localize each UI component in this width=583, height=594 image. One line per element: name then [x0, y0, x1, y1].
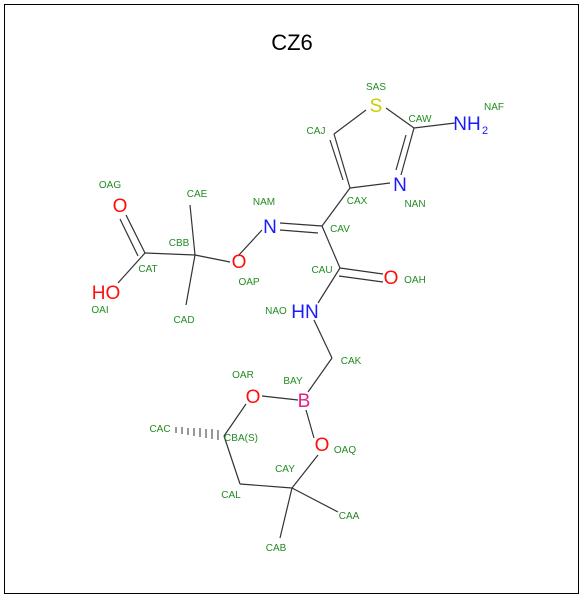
label-bay: BAY: [283, 376, 303, 387]
label-oai: OAI: [91, 305, 108, 316]
label-oaq: OAQ: [334, 445, 356, 456]
bonds: [117, 107, 456, 539]
bond-cau-nao: [317, 267, 341, 304]
bond-cau-oah-double: [338, 275, 384, 283]
label-cax: CAX: [347, 196, 368, 207]
bond-cba-cal: [223, 435, 241, 485]
label-cav: CAV: [330, 224, 350, 235]
atom-amide-oxygen: O: [384, 268, 399, 289]
label-caa: CAA: [339, 511, 360, 522]
label-oar: OAR: [232, 370, 254, 381]
bond-cal-cay: [239, 483, 293, 489]
label-cac: CAC: [149, 424, 170, 435]
bond-bay-oar: [261, 395, 299, 401]
label-oag: OAG: [99, 180, 121, 191]
bond-cak-bay: [307, 357, 333, 393]
label-cba: CBA(S): [224, 433, 258, 444]
bond-cay-cab: [279, 487, 293, 539]
label-oah: OAH: [404, 275, 426, 286]
bond-cax-cav: [321, 187, 351, 227]
label-cad: CAD: [173, 315, 194, 326]
label-oap: OAP: [238, 277, 259, 288]
bond-caj-sas: [333, 109, 367, 135]
label-caw: CAW: [409, 114, 433, 125]
atom-amine-subscript: 2: [482, 125, 488, 137]
atom-ring-oxygen-oaq: O: [315, 435, 330, 456]
label-nao: NAO: [265, 306, 287, 317]
label-cab: CAB: [266, 543, 287, 554]
label-sas: SAS: [366, 82, 386, 93]
atom-labels: SAS CAW NAF CAJ NAN CAX NAM CAV CAE OAG …: [91, 82, 504, 554]
atom-boron: B: [298, 391, 311, 412]
atom-imine-nitrogen: N: [263, 217, 277, 238]
bond-nam-oap: [237, 229, 263, 257]
bond-oaq-bay: [305, 409, 315, 439]
label-cau: CAU: [311, 265, 332, 276]
label-caj: CAJ: [307, 126, 326, 137]
bond-cax-caj: [333, 133, 351, 189]
label-cae: CAE: [187, 189, 208, 200]
label-nam: NAM: [253, 197, 275, 208]
label-cay: CAY: [275, 464, 295, 475]
diagram-frame: [4, 4, 579, 594]
atom-amide-nitrogen: HN: [291, 302, 318, 323]
atom-hydroxyl-oxygen: HO: [92, 283, 121, 304]
label-cal: CAL: [221, 490, 241, 501]
atom-sulfur: S: [370, 96, 383, 117]
atom-symbols: S NH 2 N N HN O HO O O O O B: [92, 96, 488, 456]
label-cak: CAK: [341, 356, 362, 367]
stereo-bond-cba-cac: [175, 427, 219, 440]
bond-oar-cba: [223, 403, 247, 437]
bond-cay-oaq: [291, 454, 319, 489]
bond-caw-nan: [400, 127, 415, 176]
molecule-title: CZ6: [271, 30, 313, 55]
bond-cat-oag: [125, 214, 146, 254]
bond-nan-cax: [349, 182, 391, 189]
bond-caw-nan-double: [395, 134, 407, 171]
bond-nao-cak: [313, 319, 333, 359]
label-cbb: CBB: [169, 238, 190, 249]
bond-sas-caw: [385, 107, 415, 129]
atom-ring-oxygen-oar: O: [246, 387, 261, 408]
bond-cbb-cad: [185, 254, 196, 306]
bond-cbb-cat: [144, 252, 196, 256]
bond-cay-caa: [291, 487, 339, 513]
label-cat: CAT: [138, 264, 157, 275]
bond-cav-nam-double: [279, 229, 319, 234]
atom-amine-nitrogen: NH: [453, 114, 480, 135]
bond-cat-oag-double: [119, 218, 139, 257]
bond-cax-caj-double: [329, 139, 344, 181]
bond-caw-naf: [413, 122, 456, 129]
bond-cat-oai: [117, 252, 146, 284]
atom-ether-oxygen: O: [232, 252, 247, 273]
bond-cav-cau: [321, 225, 341, 269]
bond-oap-cbb: [194, 254, 231, 263]
bond-cav-nam: [279, 222, 323, 227]
label-nan: NAN: [404, 199, 425, 210]
atom-ring-nitrogen: N: [393, 175, 407, 196]
atom-carbonyl-oxygen: O: [113, 196, 128, 217]
bond-cbb-cae: [189, 204, 196, 256]
bond-cau-oah: [339, 267, 384, 275]
label-naf: NAF: [484, 102, 504, 113]
